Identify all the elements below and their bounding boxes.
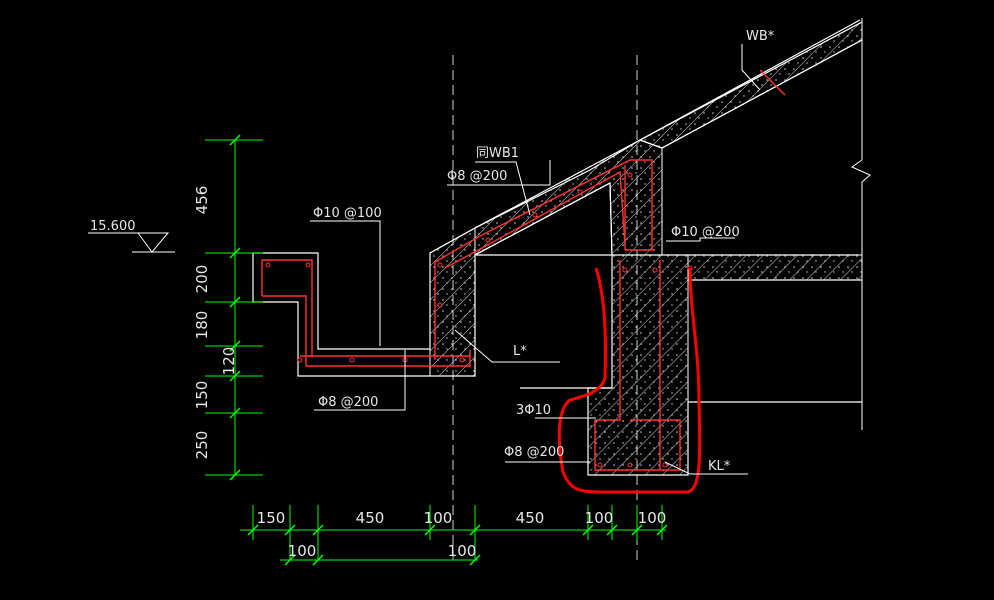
hatched-concrete [429,21,863,476]
dim-h-100d: 100 [288,542,317,560]
rebar-beam-label: Φ8 @200 [504,445,564,460]
dim-h-450b: 450 [516,509,545,527]
dim-v-456: 456 [193,186,211,215]
dim-h-450a: 450 [356,509,385,527]
wb1-label: 同WB1 [476,146,519,161]
dim-h-150: 150 [257,509,286,527]
dimension-ticks [229,134,668,566]
bars-3-label: 3Φ10 [516,403,551,418]
dim-h-100e: 100 [448,542,477,560]
wb-top-label: WB* [746,29,775,44]
rebar-mid-label: Φ10 @200 [671,225,740,240]
elevation-label: 15.600 [90,219,136,234]
dim-v-150: 150 [193,381,211,410]
axis-lines [452,55,638,560]
dim-h-100a: 100 [424,509,453,527]
dim-v-200: 200 [193,265,211,294]
dim-h-100b: 100 [585,509,614,527]
dim-v-120: 120 [220,347,238,376]
break-line [850,18,871,430]
beam-l-label: L* [513,344,527,359]
dim-v-250: 250 [193,431,211,460]
rebar-slope-label: Φ8 @200 [447,169,507,184]
rebar-dots [265,172,693,468]
kl-label: KL* [708,459,731,474]
dim-h-100c: 100 [638,509,667,527]
rebar [261,69,786,471]
dim-v-180: 180 [193,311,211,340]
markup-highlight [557,267,702,494]
dimension-lines [205,139,666,561]
rebar-bottom-label: Φ8 @200 [318,395,378,410]
leader-lines [88,44,761,475]
rebar-ledge-label: Φ10 @100 [313,206,382,221]
